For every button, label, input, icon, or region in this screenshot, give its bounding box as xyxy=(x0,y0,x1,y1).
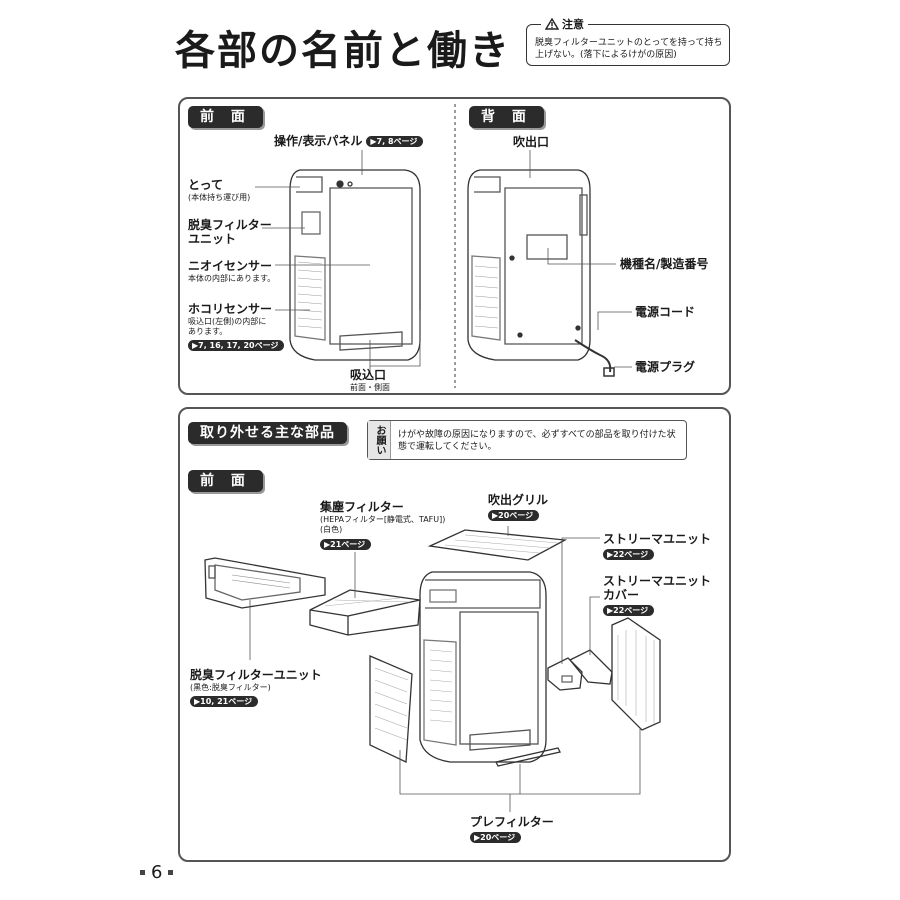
grill-ref[interactable]: ▶20ページ xyxy=(488,510,540,521)
grill-ref-text: 20ページ xyxy=(498,511,534,520)
hepa-ref[interactable]: ▶21ページ xyxy=(320,539,372,550)
panel-label: 操作/表示パネル xyxy=(274,134,363,148)
side-panel-shape xyxy=(611,617,661,731)
deodor-label-1: 脱臭フィルター xyxy=(188,218,272,232)
caution-box: 注意 脱臭フィルターユニットのとってを持って持ち上げない。(落下によるけがの原因… xyxy=(526,16,730,66)
caution-heading: 注意 xyxy=(541,16,588,32)
deodor-unit-shape xyxy=(204,557,326,609)
panel-ref[interactable]: ▶7, 8ページ xyxy=(366,135,424,147)
notice-tag: お願い xyxy=(368,421,391,459)
odor-sensor-label: ニオイセンサー xyxy=(188,259,273,273)
page-number: 6 xyxy=(140,862,174,883)
prefilter-ref-text: 20ページ xyxy=(480,833,516,842)
odor-sensor-sub: 本体の内部にあります。 xyxy=(188,274,276,283)
panel-label-row: 操作/表示パネル ▶7, 8ページ xyxy=(274,134,424,148)
handle-label: とって xyxy=(188,178,224,192)
back-tag: 背 面 xyxy=(469,106,544,128)
deodor-unit-ref[interactable]: ▶10, 21ページ xyxy=(190,696,259,707)
hepa-shape xyxy=(309,589,421,636)
streamer-cover-label-2: カバー xyxy=(603,588,640,602)
intake-label: 吸込口 xyxy=(350,368,387,382)
prefilter-label: プレフィルター xyxy=(470,815,554,829)
handle-sub: (本体持ち運び用) xyxy=(188,193,251,202)
front-tag-lower: 前 面 xyxy=(188,470,263,492)
grill-label: 吹出グリル xyxy=(488,493,549,507)
hepa-ref-text: 21ページ xyxy=(330,540,366,549)
grill-shape xyxy=(427,529,568,561)
deodor-unit-sub: (黒色:脱臭フィルター) xyxy=(190,683,271,692)
streamer-ref-text: 22ページ xyxy=(613,550,649,559)
dust-sensor-sub-2: あります。 xyxy=(188,327,228,336)
streamer-cover-ref[interactable]: ▶22ページ xyxy=(603,605,655,616)
prefilter-shape xyxy=(369,655,413,763)
streamer-cover-shape xyxy=(568,649,613,685)
lower-panel xyxy=(178,407,731,862)
notice-text: けがや故障の原因になりますので、必ずすべての部品を取り付けた状態で運転してくださ… xyxy=(398,430,676,452)
deodor-unit-label: 脱臭フィルターユニット xyxy=(190,668,322,682)
back-unit-body xyxy=(467,169,591,361)
removable-parts-tag: 取り外せる主な部品 xyxy=(188,422,347,444)
dust-ref[interactable]: ▶7, 16, 17, 20ページ xyxy=(188,340,285,351)
dust-sensor-sub-1: 吸込口(左側)の内部に xyxy=(188,317,267,326)
page-bullet-left xyxy=(140,870,145,875)
caution-heading-text: 注意 xyxy=(562,18,584,31)
front-tag-upper: 前 面 xyxy=(188,106,263,128)
model-label: 機種名/製造番号 xyxy=(620,257,709,271)
page-title: 各部の名前と働き xyxy=(175,28,511,74)
notice-box: お願い けがや故障の原因になりますので、必ずすべての部品を取り付けた状態で運転し… xyxy=(367,420,687,460)
hepa-label: 集塵フィルター xyxy=(320,500,404,514)
upper-panel xyxy=(178,97,731,395)
plug-label: 電源プラグ xyxy=(635,360,696,374)
prefilter-ref[interactable]: ▶20ページ xyxy=(470,832,522,843)
outlet-label: 吹出口 xyxy=(513,135,550,149)
page-bullet-right xyxy=(168,870,174,875)
caution-text: 脱臭フィルターユニットのとってを持って持ち上げない。(落下によるけがの原因) xyxy=(535,38,723,60)
dust-ref-text: 7, 16, 17, 20ページ xyxy=(198,341,279,350)
deodor-label-2: ユニット xyxy=(188,232,237,246)
page-number-text: 6 xyxy=(151,862,163,883)
front-unit-body xyxy=(289,169,421,361)
streamer-cover-ref-text: 22ページ xyxy=(613,606,649,615)
streamer-unit-shape xyxy=(547,657,583,691)
dust-sensor-label: ホコリセンサー xyxy=(188,302,273,316)
intake-sub: 前面・側面 xyxy=(350,383,390,392)
streamer-ref[interactable]: ▶22ページ xyxy=(603,549,655,560)
streamer-cover-label-1: ストリーマユニット xyxy=(603,574,712,588)
hepa-sub-2: (白色) xyxy=(320,525,343,534)
hepa-sub-1: (HEPAフィルター[静電式、TAFU]) xyxy=(320,515,446,524)
warning-triangle-icon xyxy=(545,18,559,30)
streamer-label: ストリーマユニット xyxy=(603,532,712,546)
deodor-unit-ref-text: 10, 21ページ xyxy=(200,697,253,706)
cord-label: 電源コード xyxy=(635,305,696,319)
panel-ref-text: 7, 8ページ xyxy=(376,136,418,146)
exploded-unit-body xyxy=(419,571,547,763)
